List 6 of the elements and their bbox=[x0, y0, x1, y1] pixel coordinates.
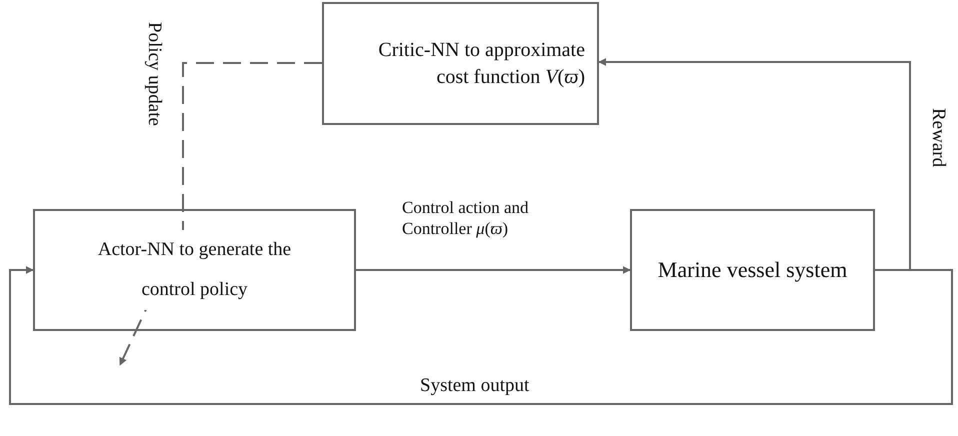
arrow bbox=[356, 266, 631, 274]
arrow bbox=[598, 58, 911, 271]
process-box bbox=[322, 2, 599, 125]
process-box bbox=[630, 209, 875, 331]
arrow bbox=[9, 266, 953, 405]
process-box bbox=[33, 209, 356, 331]
